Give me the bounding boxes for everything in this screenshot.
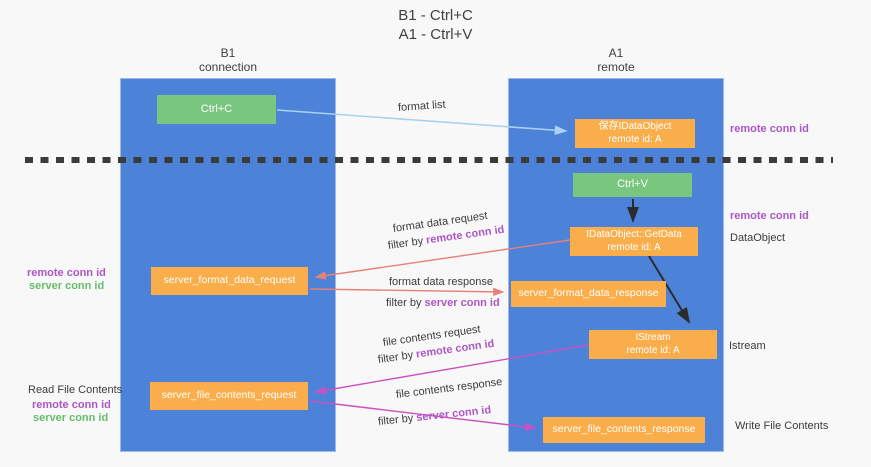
filter-by-text: filter by [377,412,417,428]
format-data-response-label: format data response [389,276,493,288]
save-idataobject-line1: 保存IDataObject [598,121,672,132]
server-format-data-request-box: server_format_data_request [151,267,308,295]
left-server-conn-id-bottom: server conn id [33,412,109,424]
right-column-subtitle: remote [597,60,635,74]
left-remote-conn-id-bottom: remote conn id [32,399,111,411]
istream-line1: IStream [635,332,671,343]
left-column-name: B1 [220,46,236,60]
getdata-line1: IDataObject::GetData [586,229,682,240]
left-server-conn-id-top: server conn id [29,280,105,292]
getdata-line2: remote id: A [607,241,661,253]
title-line-1: B1 - Ctrl+C [398,7,473,24]
file-contents-response-filter-label: filter by server conn id [377,404,491,428]
read-file-contents-label: Read File Contents [28,384,123,396]
right-column-header: A1 remote [508,46,724,74]
format-data-response-filter-label: filter by server conn id [386,297,500,309]
server-format-data-response-label: server_format_data_response [518,287,659,300]
file-contents-response-label: file contents response [395,376,503,401]
right-column-name: A1 [608,46,624,60]
save-idataobject-line2: remote id: A [608,133,662,145]
ctrl-v-label: Ctrl+V [617,178,648,191]
dataobject-label: DataObject [730,232,786,244]
ctrl-v-box: Ctrl+V [573,173,692,197]
arrow-format-data-response [309,287,505,297]
istream-box: IStream remote id: A [589,330,717,359]
diagram-title: B1 - Ctrl+C A1 - Ctrl+V [0,6,871,44]
right-remote-conn-id-top: remote conn id [730,123,809,135]
save-idataobject-box: 保存IDataObject remote id: A [575,119,695,148]
title-line-2: A1 - Ctrl+V [398,26,473,43]
filter-by-text: filter by [387,234,427,252]
server-file-contents-response-box: server_file_contents_response [543,417,705,443]
dashed-separator-line [25,157,833,163]
server-file-contents-response-label: server_file_contents_response [552,423,696,436]
right-remote-conn-id-bottom: remote conn id [730,210,809,222]
filter-by-text: filter by [377,348,417,366]
istream-side-label: Istream [729,340,766,352]
getdata-box: IDataObject::GetData remote id: A [570,227,698,256]
ctrl-c-label: Ctrl+C [200,102,233,115]
left-column-header: B1 connection [120,46,336,74]
left-remote-conn-id-top: remote conn id [27,267,106,279]
ctrl-c-box: Ctrl+C [157,95,276,124]
server-format-data-request-label: server_format_data_request [163,274,296,287]
write-file-contents-label: Write File Contents [735,420,829,432]
server-format-data-response-box: server_format_data_response [511,281,666,307]
server-file-contents-request-label: server_file_contents_request [161,389,297,402]
server-file-contents-request-box: server_file_contents_request [150,382,308,410]
format-list-label: format list [397,98,446,114]
server-conn-id-text: server conn id [424,297,500,309]
server-conn-id-text: server conn id [415,404,492,424]
istream-line2: remote id: A [626,344,680,356]
filter-by-text: filter by [386,297,425,309]
left-column-subtitle: connection [198,60,258,74]
